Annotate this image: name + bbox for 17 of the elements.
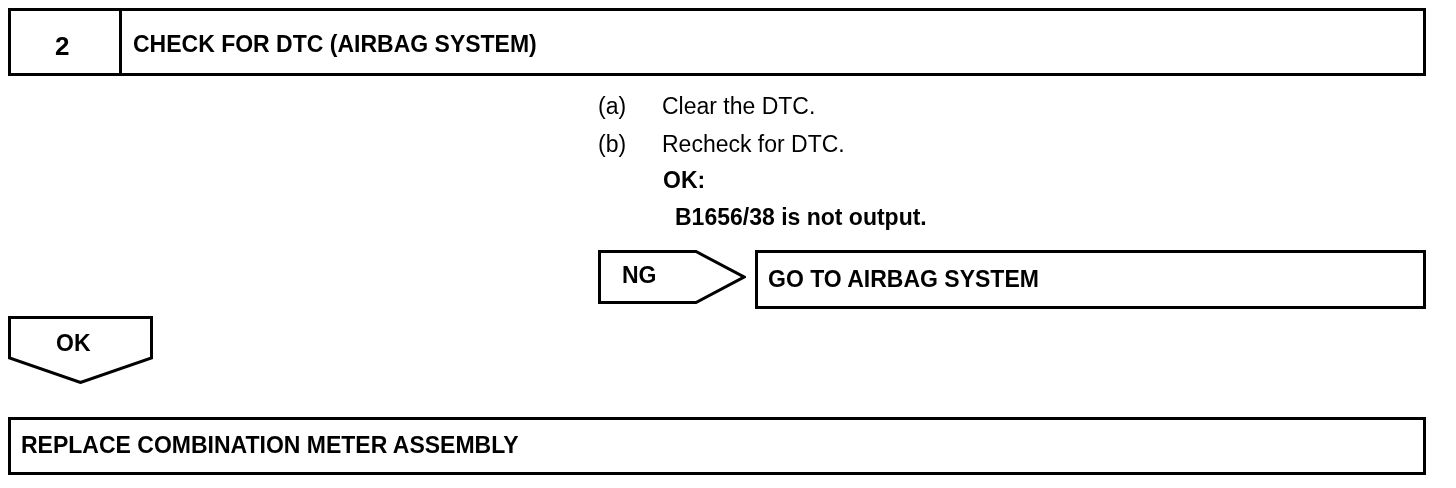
- tag-label: OK: [56, 330, 91, 357]
- result-heading: OK:: [663, 167, 706, 194]
- step-number: 2: [55, 31, 70, 62]
- item-marker: (b): [598, 131, 627, 158]
- result-text: REPLACE COMBINATION METER ASSEMBLY: [21, 432, 519, 459]
- item-marker: (a): [598, 93, 627, 120]
- ok-arrow-tag: [8, 316, 153, 384]
- ng-arrow-tag: [598, 250, 746, 304]
- step-header-box: [8, 8, 1426, 76]
- result-box: [8, 417, 1426, 475]
- result-text: GO TO AIRBAG SYSTEM: [768, 265, 1039, 293]
- instruction-text: Clear the DTC.: [662, 93, 816, 120]
- step-title: CHECK FOR DTC (AIRBAG SYSTEM): [133, 31, 537, 58]
- tag-label: NG: [622, 262, 657, 289]
- instruction-text: Recheck for DTC.: [662, 131, 845, 158]
- result-condition: B1656/38 is not output.: [675, 204, 927, 231]
- result-box: [755, 250, 1426, 309]
